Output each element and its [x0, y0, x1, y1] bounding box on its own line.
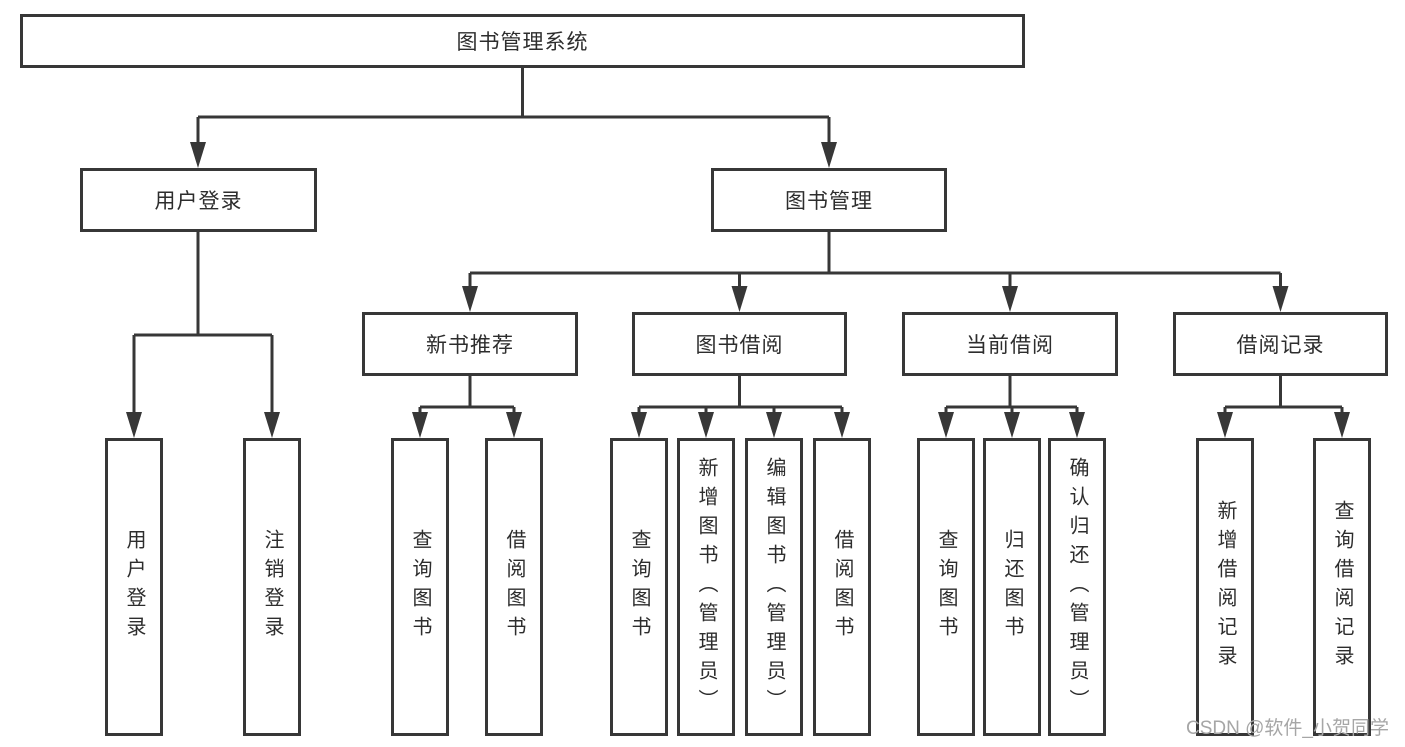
arrowhead-icon [506, 412, 522, 438]
leaf-current-query: 查询图书 [917, 438, 975, 736]
leaf-record-add: 新增借阅记录 [1196, 438, 1254, 736]
node-root-label: 图书管理系统 [456, 31, 589, 54]
leaf-current-confirm-label: 确认归还（管理员） [1066, 456, 1088, 718]
leaf-borrow-query: 查询图书 [610, 438, 668, 736]
arrowhead-icon [834, 412, 850, 438]
arrowhead-icon [821, 142, 837, 168]
leaf-borrow-edit-label: 编辑图书（管理员） [763, 456, 785, 718]
arrowhead-icon [126, 412, 142, 438]
node-root: 图书管理系统 [20, 14, 1025, 68]
arrowhead-icon [1002, 286, 1018, 312]
leaf-logout-label: 注销登录 [261, 529, 283, 645]
node-borrow-record: 借阅记录 [1173, 312, 1388, 376]
leaf-record-query-label: 查询借阅记录 [1331, 500, 1353, 674]
leaf-user-login: 用户登录 [105, 438, 163, 736]
node-book-borrow: 图书借阅 [632, 312, 847, 376]
leaf-borrow-borrow-label: 借阅图书 [831, 529, 853, 645]
arrowhead-icon [698, 412, 714, 438]
leaf-newbook-query: 查询图书 [391, 438, 449, 736]
node-current-borrow: 当前借阅 [902, 312, 1118, 376]
leaf-record-query: 查询借阅记录 [1313, 438, 1371, 736]
leaf-newbook-query-label: 查询图书 [409, 529, 431, 645]
leaf-borrow-edit: 编辑图书（管理员） [745, 438, 803, 736]
leaf-logout: 注销登录 [243, 438, 301, 736]
leaf-newbook-borrow: 借阅图书 [485, 438, 543, 736]
arrowhead-icon [731, 286, 748, 312]
node-new-book-label: 新书推荐 [426, 334, 514, 357]
node-borrow-record-label: 借阅记录 [1236, 334, 1325, 357]
leaf-borrow-add: 新增图书（管理员） [677, 438, 735, 736]
leaf-newbook-borrow-label: 借阅图书 [503, 529, 525, 645]
leaf-borrow-query-label: 查询图书 [628, 529, 650, 645]
csdn-watermark: CSDN @软件_小贺同学 [1186, 718, 1389, 739]
arrowhead-icon [190, 142, 206, 168]
arrowhead-icon [1217, 412, 1233, 438]
node-user-login: 用户登录 [80, 168, 317, 232]
arrowhead-icon [1069, 412, 1085, 438]
arrowhead-icon [1334, 412, 1350, 438]
leaf-record-add-label: 新增借阅记录 [1214, 500, 1236, 674]
arrowhead-icon [462, 286, 478, 312]
leaf-current-query-label: 查询图书 [935, 529, 957, 645]
arrowhead-icon [938, 412, 954, 438]
leaf-current-return: 归还图书 [983, 438, 1041, 736]
arrowhead-icon [264, 412, 280, 438]
leaf-user-login-label: 用户登录 [123, 529, 145, 645]
node-current-borrow-label: 当前借阅 [966, 334, 1054, 357]
arrowhead-icon [412, 412, 428, 438]
node-new-book: 新书推荐 [362, 312, 578, 376]
arrowhead-icon [1004, 412, 1020, 438]
arrowhead-icon [631, 412, 647, 438]
node-book-management-label: 图书管理 [785, 190, 873, 213]
leaf-current-return-label: 归还图书 [1001, 529, 1023, 645]
leaf-current-confirm: 确认归还（管理员） [1048, 438, 1106, 736]
arrowhead-icon [766, 412, 782, 438]
node-user-login-label: 用户登录 [154, 190, 243, 213]
leaf-borrow-borrow: 借阅图书 [813, 438, 871, 736]
node-book-management: 图书管理 [711, 168, 947, 232]
arrowhead-icon [1272, 286, 1289, 312]
leaf-borrow-add-label: 新增图书（管理员） [695, 456, 717, 718]
node-book-borrow-label: 图书借阅 [695, 334, 784, 357]
